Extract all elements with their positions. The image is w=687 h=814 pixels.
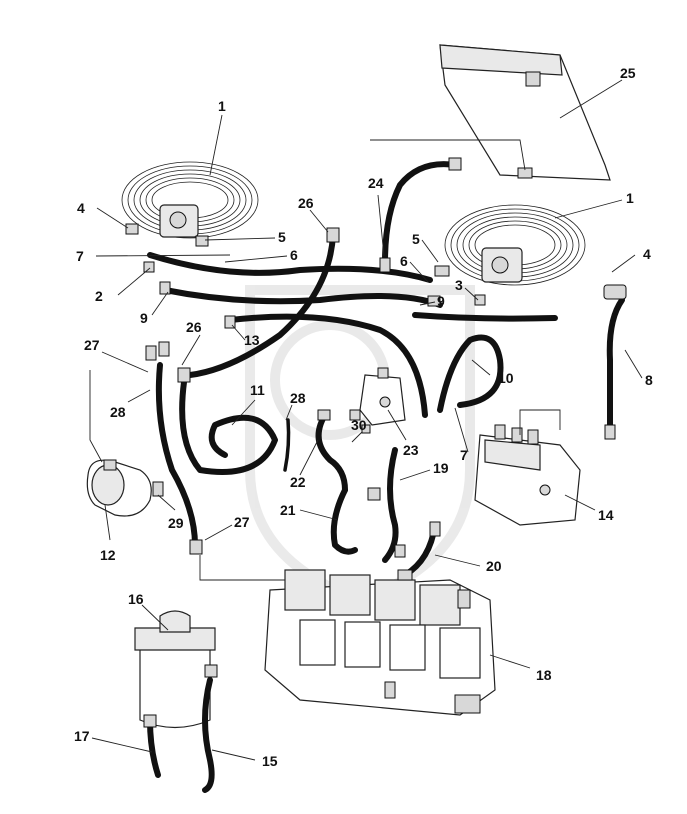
cooling-fan-right [444,204,586,286]
callout-21: 21 [280,502,296,518]
main-control-valve [264,569,496,716]
callout-19: 19 [433,460,449,476]
callout-6-right: 6 [400,253,408,269]
leader-lines [89,79,643,761]
oil-cooler-radiator [439,44,611,181]
callout-25: 25 [620,65,636,81]
callout-5-right: 5 [412,231,420,247]
callout-1-right: 1 [626,190,634,206]
callout-27-lower: 27 [234,514,250,530]
callout-7-right: 7 [460,447,468,463]
callout-26-upper: 26 [298,195,314,211]
callout-20: 20 [486,558,502,574]
callout-13: 13 [244,332,260,348]
callout-7-left: 7 [76,248,84,264]
callout-28-left: 28 [110,404,126,420]
hydraulic-filter [134,610,216,729]
callout-6-left: 6 [290,247,298,263]
callout-22: 22 [290,474,306,490]
callout-labels: 1 1 2 3 4 4 5 5 6 6 7 7 8 9 9 10 11 12 1… [74,65,653,769]
callout-4-left: 4 [77,200,85,216]
hydraulic-hoses [147,161,625,793]
callout-4-right: 4 [643,246,651,262]
valve-block-right [474,424,581,526]
callout-24: 24 [368,175,384,191]
callout-11: 11 [250,382,265,398]
hose-fittings [125,157,627,728]
callout-12: 12 [100,547,116,563]
callout-29: 29 [168,515,184,531]
callout-9-left: 9 [140,310,148,326]
callout-18: 18 [536,667,552,683]
hydraulic-pump [86,459,152,517]
callout-30: 30 [351,417,367,433]
callout-2: 2 [95,288,103,304]
callout-15: 15 [262,753,278,769]
callout-27-upper: 27 [84,337,100,353]
callout-28-right: 28 [290,390,306,406]
callout-26-lower: 26 [186,319,202,335]
callout-9-right: 9 [437,293,445,309]
cooling-fan-left [121,161,259,239]
callout-8: 8 [645,372,653,388]
callout-1-left: 1 [218,98,226,114]
callout-10: 10 [498,370,514,386]
watermark-emblem [245,285,475,606]
callout-5-left: 5 [278,229,286,245]
valve-block-center [359,367,406,426]
callout-14: 14 [598,507,614,523]
callout-23: 23 [403,442,419,458]
callout-17: 17 [74,728,90,744]
callout-16: 16 [128,591,144,607]
callout-3: 3 [455,277,463,293]
